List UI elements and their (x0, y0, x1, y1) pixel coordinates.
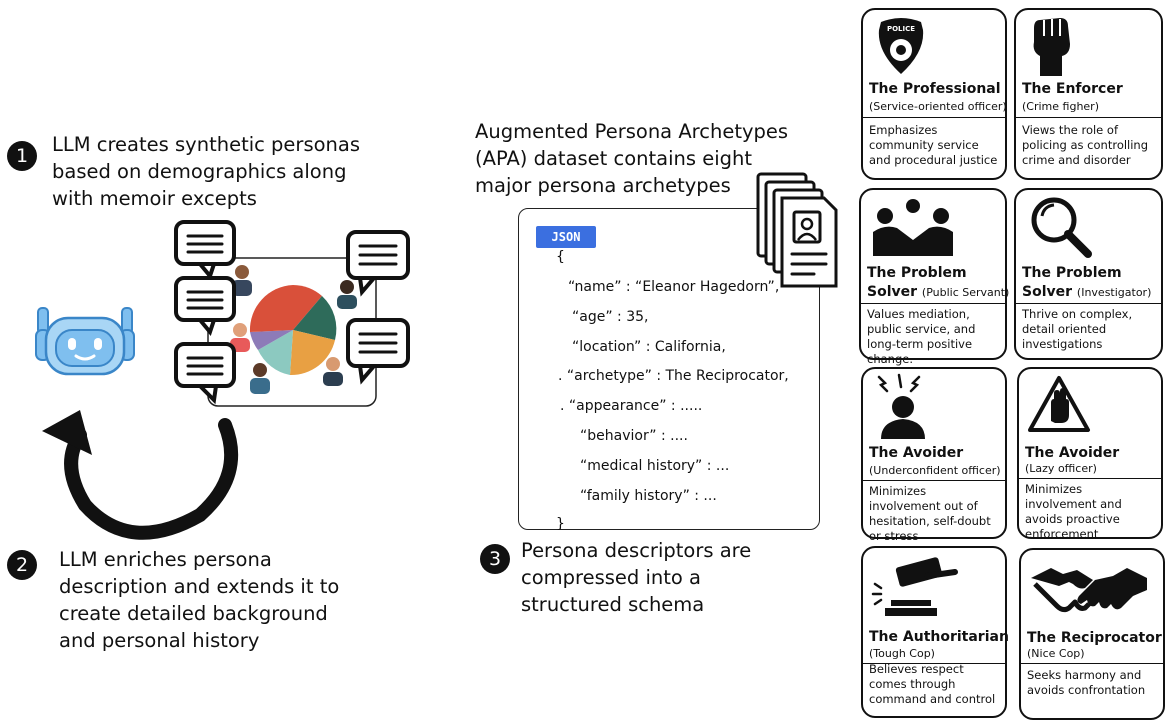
archetype-description: Views the role of policing as controllin… (1022, 123, 1149, 167)
archetype-subtitle: (Crime figher) (1022, 100, 1099, 113)
archetype-card-professional: POLICE The Professional (Service-oriente… (861, 8, 1007, 180)
archetype-card-avoider-underconfident: The Avoider (Underconfident officer) Min… (861, 367, 1007, 543)
archetype-description: Seeks harmony and avoids confrontation (1027, 668, 1146, 697)
card-divider (863, 663, 1005, 664)
gavel-icon (871, 557, 958, 616)
archetype-subtitle: (Underconfident officer) (869, 464, 1001, 477)
step-1-number: 1 (7, 141, 37, 171)
archetype-description: Values mediation, public service, and lo… (867, 307, 976, 366)
archetype-title-line2: Solver (Public Servant) (867, 284, 1010, 300)
archetype-title-line2: Solver (Investigator) (1022, 284, 1152, 300)
demographics-panel (174, 220, 410, 407)
archetype-title: The Reciprocator (1027, 630, 1162, 646)
archetype-card-reciprocator: The Reciprocator (Nice Cop) Seeks harmon… (1019, 548, 1165, 720)
archetype-description: Minimizes involvement out of hesitation,… (869, 484, 991, 543)
card-divider (1016, 117, 1161, 118)
archetype-title: The Enforcer (1022, 81, 1123, 97)
raised-fist-icon (1033, 18, 1070, 76)
archetype-title: The Professional (869, 81, 1001, 97)
archetype-title: The Avoider (869, 445, 964, 461)
json-line: . “archetype” : The Reciprocator, (558, 368, 789, 384)
archetype-description: Emphasizes community service and procedu… (869, 123, 998, 167)
card-divider (861, 303, 1005, 304)
step-2-text: LLM enriches persona description and ext… (59, 548, 340, 652)
json-line: “behavior” : .... (580, 428, 688, 444)
archetype-card-avoider-lazy: The Avoider (Lazy officer) Minimizes inv… (1017, 367, 1163, 541)
json-line: “age” : 35, (572, 309, 649, 325)
archetype-description: Believes respect comes through command a… (869, 662, 996, 706)
archetype-card-problem-solver-public-servant: The Problem Solver (Public Servant) Valu… (859, 188, 1010, 366)
archetype-card-enforcer: The Enforcer (Crime figher) Views the ro… (1014, 8, 1163, 180)
handshake-icon (1031, 568, 1147, 613)
step-3-number: 3 (480, 544, 510, 574)
card-divider (1019, 478, 1161, 479)
archetype-subtitle: (Service-oriented officer) (869, 100, 1007, 113)
json-line: “medical history” : ... (580, 458, 730, 474)
step-2-number: 2 (7, 550, 37, 580)
card-divider (863, 117, 1005, 118)
group-people-icon (873, 199, 953, 256)
json-line: “location” : California, (572, 339, 726, 355)
archetype-subtitle: (Nice Cop) (1027, 647, 1085, 660)
card-divider (863, 480, 1005, 481)
json-line: . “appearance” : ..... (560, 398, 703, 414)
archetype-subtitle: (Tough Cop) (869, 647, 935, 660)
json-tag: JSON (536, 226, 596, 248)
police-badge-icon (878, 18, 924, 74)
stressed-person-icon (877, 373, 925, 439)
card-divider (1021, 663, 1163, 664)
card-divider (1016, 303, 1161, 304)
magnifying-glass-icon (1031, 197, 1092, 258)
step-1-text: LLM creates synthetic personas based on … (52, 133, 361, 210)
profile-documents-icon (756, 172, 838, 288)
step-3-text: Persona descriptors are compressed into … (521, 539, 752, 616)
archetype-subtitle: (Public Servant) (921, 286, 1010, 299)
archetype-title: The Authoritarian (869, 629, 1009, 645)
archetype-subtitle: (Investigator) (1076, 286, 1152, 299)
json-line: } (556, 516, 565, 532)
archetype-title: The Avoider (1025, 445, 1120, 461)
archetype-subtitle: (Lazy officer) (1025, 462, 1097, 475)
archetype-title: The Problem (867, 265, 967, 281)
apa-caption: Augmented Persona Archetypes (APA) datas… (475, 120, 789, 197)
warning-hand-icon (1028, 376, 1090, 432)
robot-icon (35, 307, 135, 376)
archetype-card-problem-solver-investigator: The Problem Solver (Investigator) Thrive… (1014, 188, 1163, 360)
cycle-arrow-icon (42, 410, 239, 540)
archetype-description: Thrive on complex, detail oriented inves… (1022, 307, 1133, 351)
archetype-card-authoritarian: The Authoritarian (Tough Cop) Believes r… (861, 546, 1009, 718)
json-line: “family history” : ... (580, 488, 717, 504)
json-line: “name” : “Eleanor Hagedorn”, (568, 279, 780, 295)
archetype-title: The Problem (1022, 265, 1122, 281)
archetype-description: Minimizes involvement and avoids proacti… (1025, 482, 1122, 541)
badge-text: POLICE (886, 25, 916, 33)
json-line: { (556, 249, 565, 265)
